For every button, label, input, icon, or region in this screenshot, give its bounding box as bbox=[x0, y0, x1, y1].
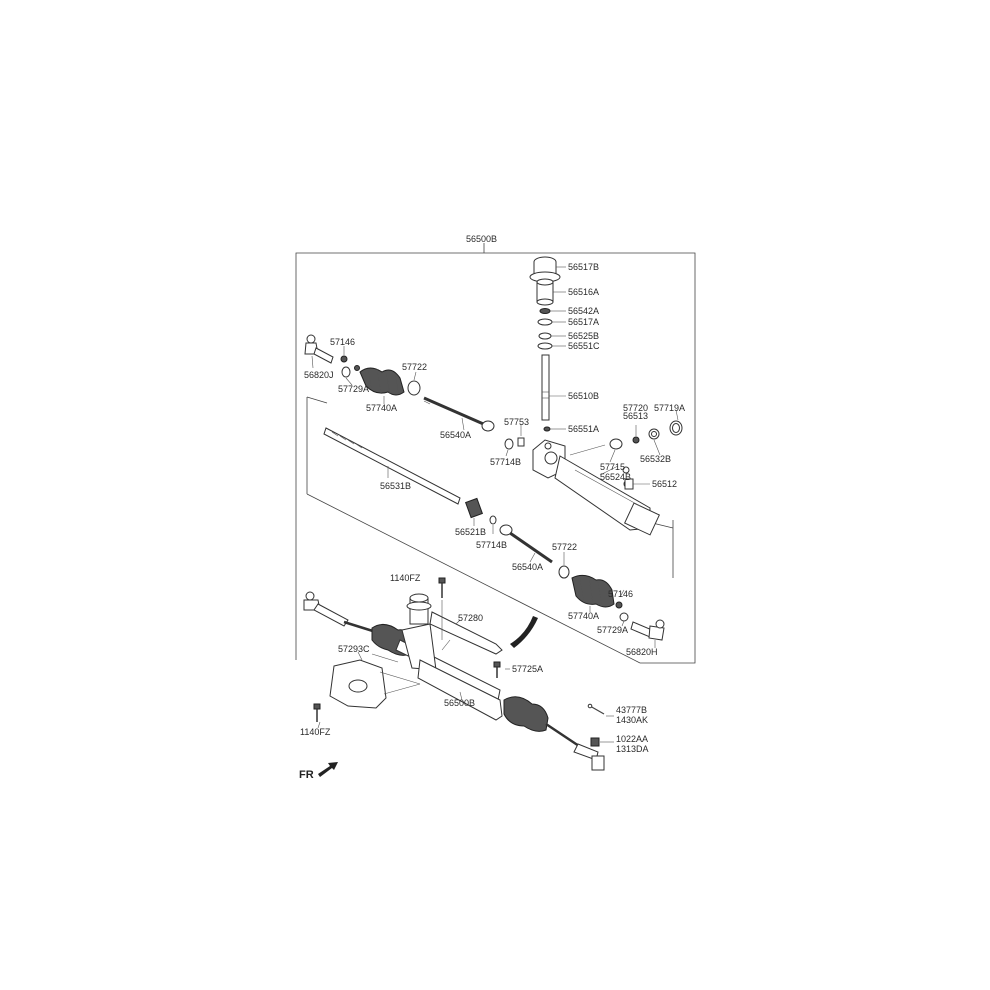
label-sleeve: 56516A bbox=[568, 287, 599, 297]
nut-top-left-part bbox=[340, 346, 348, 363]
label-bushing: 56521B bbox=[455, 527, 486, 537]
bolt-mount-part bbox=[493, 661, 501, 678]
pointer-arrow bbox=[510, 616, 538, 648]
nut-right-part bbox=[624, 478, 650, 490]
label-boot-right: 57740A bbox=[568, 611, 599, 621]
cotter-part bbox=[587, 703, 605, 715]
boot-left-part bbox=[359, 367, 405, 404]
steering-gear-assembly-lower bbox=[303, 591, 605, 771]
label-bolt-bottom: 1140FZ bbox=[300, 727, 331, 737]
label-mount: 57293C bbox=[338, 644, 370, 654]
nut-part bbox=[590, 737, 600, 747]
label-plug-small-a: 57720 bbox=[623, 403, 648, 413]
label-bearing-b: 56525B bbox=[568, 331, 599, 341]
label-pinion: 56510B bbox=[568, 391, 599, 401]
label-nut-lower-right: 57146 bbox=[608, 589, 633, 599]
label-ring-right: 57719A bbox=[654, 403, 685, 413]
inner-rod-upper bbox=[423, 396, 495, 432]
rack-part bbox=[323, 427, 461, 505]
boot-right-part bbox=[571, 574, 615, 612]
pinion-shaft-part bbox=[541, 354, 550, 421]
inner-rod-lower bbox=[499, 524, 553, 564]
sleeve-part bbox=[536, 278, 554, 306]
seal-a-part bbox=[539, 308, 551, 314]
mount-part bbox=[329, 653, 421, 709]
washer-small-left bbox=[354, 365, 360, 371]
label-washer-top: 57714B bbox=[490, 457, 521, 467]
label-yoke: 57715 bbox=[600, 462, 625, 472]
label-yoke-plug: 56532B bbox=[640, 454, 671, 464]
label-cotter-a: 43777B bbox=[616, 705, 647, 715]
yoke-plug-part bbox=[648, 428, 661, 456]
band-top-part bbox=[407, 371, 421, 396]
label-washer-lower: 57714B bbox=[476, 540, 507, 550]
label-assembly-bottom: 56500B bbox=[444, 698, 475, 708]
label-clip-right: 57729A bbox=[597, 625, 628, 635]
label-inner-rod-lower: 56540A bbox=[512, 562, 543, 572]
label-nut-a: 1022AA bbox=[616, 734, 648, 744]
nut-lower-right-part bbox=[615, 589, 625, 609]
label-vent: 57753 bbox=[504, 417, 529, 427]
label-nut-b: 1313DA bbox=[616, 744, 649, 754]
label-bracket: 57280 bbox=[458, 613, 483, 623]
washer-lower-part bbox=[489, 515, 497, 534]
label-rack: 56531B bbox=[380, 481, 411, 491]
label-ring-a: 56517A bbox=[568, 317, 599, 327]
part-labels: 56500B 56517B 56516A 56542A 56517A 56525… bbox=[300, 234, 685, 754]
label-bolt-mount: 57725A bbox=[512, 664, 543, 674]
bushing-part bbox=[464, 497, 484, 526]
bearing-b-part bbox=[538, 332, 552, 340]
label-assembly-top: 56500B bbox=[466, 234, 497, 244]
tie-end-right-upper bbox=[630, 619, 665, 648]
front-marker-label: FR bbox=[299, 769, 314, 781]
bolt-top-part bbox=[438, 577, 446, 640]
seal-c-part bbox=[537, 342, 553, 350]
label-yoke-spring: 56524B bbox=[600, 472, 631, 482]
bolt-bottom-part bbox=[313, 703, 321, 722]
ring-a-part bbox=[537, 318, 553, 326]
label-nut-right: 56512 bbox=[652, 479, 677, 489]
ring-right-part bbox=[669, 409, 683, 436]
clip-left-part bbox=[341, 366, 353, 386]
label-seal-lower: 56551A bbox=[568, 424, 599, 434]
tie-end-left-upper bbox=[304, 334, 334, 369]
seal-lower-part bbox=[543, 426, 551, 432]
label-cap: 56517B bbox=[568, 262, 599, 272]
washer-top-part bbox=[504, 438, 514, 457]
clip-right-part bbox=[619, 612, 629, 627]
label-nut-top-left: 57146 bbox=[330, 337, 355, 347]
label-band-lower: 57722 bbox=[552, 542, 577, 552]
label-band-top: 57722 bbox=[402, 362, 427, 372]
label-cotter-b: 1430AK bbox=[616, 715, 648, 725]
label-seal-a: 56542A bbox=[568, 306, 599, 316]
front-arrow-icon bbox=[318, 762, 338, 777]
label-boot-left: 57740A bbox=[366, 403, 397, 413]
label-plug-small-b: 56513 bbox=[623, 411, 648, 421]
band-lower-part bbox=[558, 552, 570, 579]
yoke-spring-part bbox=[622, 466, 630, 474]
label-seal-c: 56551C bbox=[568, 341, 600, 351]
yoke-part bbox=[609, 438, 623, 463]
assembly-frame bbox=[295, 243, 696, 664]
vent-part bbox=[517, 424, 525, 447]
label-tie-end-right: 56820H bbox=[626, 647, 658, 657]
label-bolt-top: 1140FZ bbox=[390, 573, 421, 583]
label-inner-rod-top: 56540A bbox=[440, 430, 471, 440]
front-direction-marker: FR bbox=[299, 762, 338, 781]
plug-small-part bbox=[632, 425, 640, 444]
pinion-stack bbox=[529, 256, 566, 432]
label-tie-end-left: 56820J bbox=[304, 370, 334, 380]
cap-part bbox=[529, 256, 561, 283]
label-clip-left: 57729A bbox=[338, 384, 369, 394]
